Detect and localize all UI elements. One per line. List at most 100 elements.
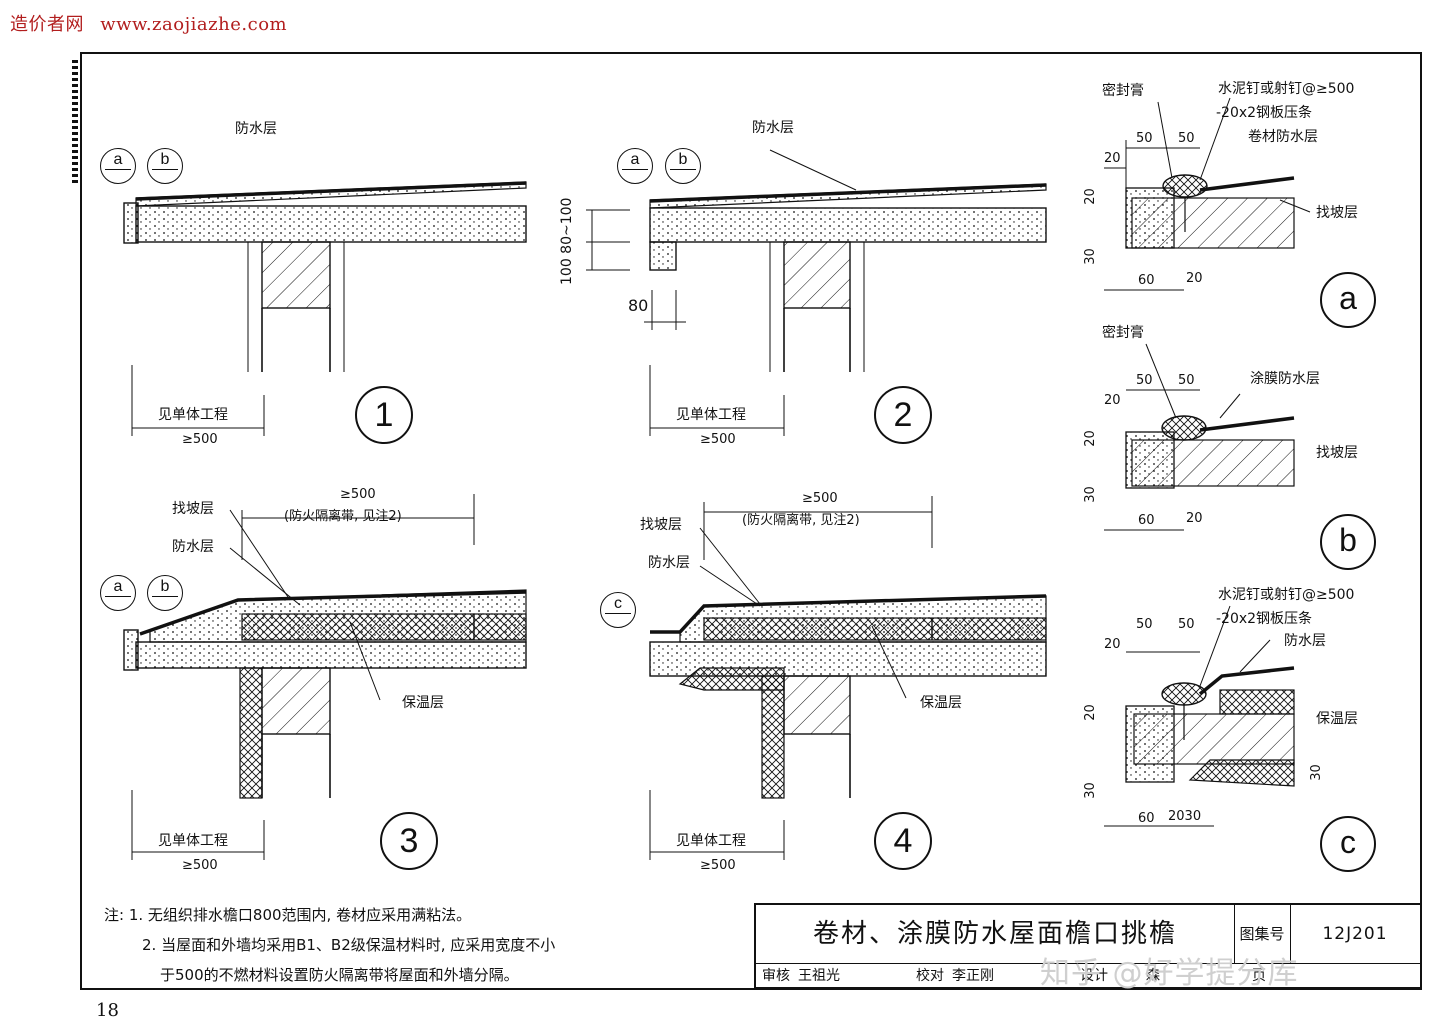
tag-label: a	[630, 151, 640, 168]
node-a-d60: 60	[1138, 273, 1155, 288]
d4-slope-label: 找坡层	[640, 517, 682, 533]
d3-slope-label: 找坡层	[172, 501, 214, 517]
d3-insulation-label: 保温层	[402, 695, 444, 711]
d2-see-label: 见单体工程	[676, 407, 746, 423]
d4-insulation-label: 保温层	[920, 695, 962, 711]
detail-number-1: 1	[355, 386, 413, 444]
d3-waterproof-label: 防水层	[172, 539, 214, 555]
notes-block: 注: 1. 无组织排水檐口800范围内, 卷材应采用满粘法。 2. 当屋面和外墙…	[104, 900, 555, 990]
node-c-d30b: 30	[1082, 782, 1098, 799]
node-a-d20a: 20	[1104, 151, 1121, 166]
tag-c-d4[interactable]: c	[600, 592, 636, 628]
watermark: 造价者网 www.zaojiazhe.com	[10, 10, 287, 36]
reviewer-name: 王祖光	[798, 968, 840, 984]
node-c-d30a: 30	[1308, 764, 1324, 781]
detail-number-4: 4	[874, 812, 932, 870]
tag-a-d3[interactable]: a	[100, 575, 136, 611]
node-b-slope: 找坡层	[1316, 445, 1358, 461]
tag-label: a	[113, 151, 123, 168]
tag-label: b	[678, 151, 688, 168]
d2-dim-vertical: 100 80~100	[559, 197, 575, 285]
node-a-d50b: 50	[1178, 131, 1195, 146]
note-2: 2. 当屋面和外墙均采用B1、B2级保温材料时, 应采用宽度不小	[142, 936, 556, 954]
check-label: 校对	[916, 968, 944, 984]
design-label: 设计	[1080, 968, 1108, 984]
detail-2-drawing	[586, 149, 1047, 436]
d3-see-label: 见单体工程	[158, 833, 228, 849]
detail-1-drawing	[123, 181, 527, 436]
d4-fire-label: (防火隔离带, 见注2)	[742, 513, 860, 528]
d3-fire-label: (防火隔离带, 见注2)	[284, 509, 402, 524]
overlay-watermark: 知乎 @好学提分库	[1040, 956, 1299, 991]
node-a-d30: 30	[1082, 248, 1098, 265]
tag-label: b	[160, 578, 170, 595]
drawing-frame	[80, 52, 1422, 990]
node-b-sealant: 密封膏	[1102, 325, 1144, 341]
node-a-nail: 水泥钉或射钉@≥500	[1218, 81, 1355, 97]
tag-a-d2[interactable]: a	[617, 148, 653, 184]
node-a-d50a: 50	[1136, 131, 1153, 146]
node-a-d20c: 20	[1186, 271, 1203, 286]
node-c-insulation: 保温层	[1316, 711, 1358, 727]
tag-b-d3[interactable]: b	[147, 575, 183, 611]
node-c-nail: 水泥钉或射钉@≥500	[1218, 587, 1355, 603]
detail-number-3: 3	[380, 812, 438, 870]
watermark-url: www.zaojiazhe.com	[100, 14, 288, 35]
node-b-d30: 30	[1082, 486, 1098, 503]
node-c-strip: -20x2钢板压条	[1216, 611, 1313, 627]
designer-name: 森	[1146, 968, 1160, 984]
page-label: 页	[1252, 968, 1266, 984]
atlas-number: 12J201	[1290, 905, 1420, 964]
node-b-drawing	[1104, 343, 1295, 531]
d4-fire-width: ≥500	[802, 491, 838, 506]
node-b-d20a: 20	[1104, 393, 1121, 408]
d3-width-label: ≥500	[182, 858, 218, 873]
signature-row: 审核 王祖光 校对 李正刚 设计 森 页	[756, 963, 1420, 989]
binding-strip	[72, 60, 78, 185]
d1-see-label: 见单体工程	[158, 407, 228, 423]
node-c-d20a: 20	[1104, 637, 1121, 652]
tag-label: b	[160, 151, 170, 168]
node-c-waterproof: 防水层	[1284, 633, 1326, 649]
tag-a-d1[interactable]: a	[100, 148, 136, 184]
d4-width-label: ≥500	[700, 858, 736, 873]
d1-waterproof-label: 防水层	[235, 121, 277, 137]
d4-see-label: 见单体工程	[676, 833, 746, 849]
node-c-d20b: 20	[1082, 704, 1098, 721]
d2-width-label: ≥500	[700, 432, 736, 447]
detail-3-drawing	[123, 494, 527, 860]
node-b-d50a: 50	[1136, 373, 1153, 388]
drawing-title: 卷材、涂膜防水屋面檐口挑檐	[756, 905, 1235, 964]
d2-waterproof-label: 防水层	[752, 120, 794, 136]
page-number: 18	[96, 1000, 119, 1021]
detail-number-2: 2	[874, 386, 932, 444]
review-label: 审核	[762, 968, 790, 984]
note-1: 注: 1. 无组织排水檐口800范围内, 卷材应采用满粘法。	[104, 906, 472, 924]
tag-b-d1[interactable]: b	[147, 148, 183, 184]
d1-width-label: ≥500	[182, 432, 218, 447]
note-3: 于500的不燃材料设置防火隔离带将屋面和外墙分隔。	[160, 966, 519, 984]
node-letter-b: b	[1320, 514, 1376, 570]
node-c-d60: 60	[1138, 811, 1155, 826]
d3-fire-width: ≥500	[340, 487, 376, 502]
tag-label: a	[113, 578, 123, 595]
node-letter-c: c	[1320, 816, 1376, 872]
node-b-coating: 涂膜防水层	[1250, 371, 1320, 387]
detail-4-drawing	[649, 496, 1047, 860]
node-c-d50a: 50	[1136, 617, 1153, 632]
node-a-slope: 找坡层	[1316, 205, 1358, 221]
title-block: 卷材、涂膜防水屋面檐口挑檐 图集号 12J201 审核 王祖光 校对 李正刚 设…	[754, 903, 1422, 989]
node-a-drawing	[1104, 97, 1311, 291]
tag-b-d2[interactable]: b	[665, 148, 701, 184]
node-c-drawing	[1104, 605, 1295, 827]
watermark-site: 造价者网	[10, 14, 84, 35]
node-b-d60: 60	[1138, 513, 1155, 528]
node-b-d20b: 20	[1082, 430, 1098, 447]
node-c-d50b: 50	[1178, 617, 1195, 632]
d4-waterproof-label: 防水层	[648, 555, 690, 571]
checker-name: 李正刚	[952, 968, 994, 984]
node-a-d20b: 20	[1082, 188, 1098, 205]
atlas-label: 图集号	[1234, 905, 1291, 964]
d2-dim-horizontal: 80	[628, 296, 649, 315]
